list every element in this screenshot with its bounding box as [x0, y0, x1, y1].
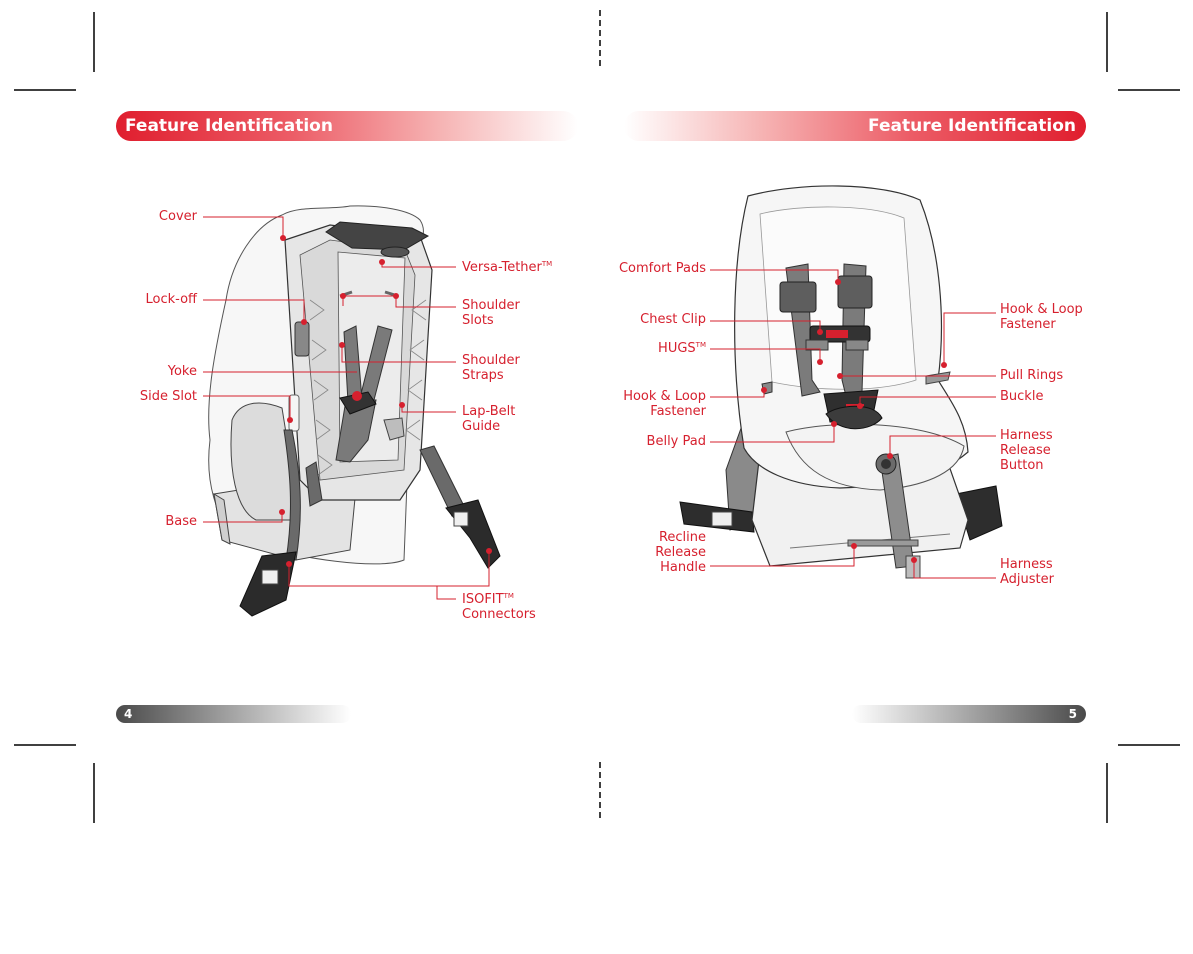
label-recline-release-handle: Recline Release Handle: [655, 530, 706, 575]
label-line: Connectors: [462, 607, 536, 622]
label-line: Fastener: [650, 404, 706, 419]
label-line: Button: [1000, 458, 1044, 473]
label-cover: Cover: [158, 209, 197, 224]
label-shoulder-slots: Shoulder Slots: [462, 298, 520, 328]
page-title-left: Feature Identification: [116, 111, 578, 141]
label-hugs-text: HUGS: [658, 341, 696, 356]
page-number-left: 4: [116, 705, 351, 723]
label-base: Base: [165, 514, 197, 529]
label-side-slot: Side Slot: [139, 389, 197, 404]
label-hugs: HUGSTM: [658, 341, 706, 356]
trademark-mark: TM: [541, 260, 553, 268]
label-line: Handle: [660, 560, 706, 575]
label-line: Release: [1000, 443, 1051, 458]
label-yoke: Yoke: [167, 364, 197, 379]
label-line: Harness: [1000, 428, 1053, 443]
label-line: Shoulder: [462, 353, 520, 368]
label-line: Harness: [1000, 557, 1053, 572]
label-chest-clip: Chest Clip: [640, 312, 706, 327]
label-buckle: Buckle: [1000, 389, 1044, 404]
label-line: Slots: [462, 313, 494, 328]
label-pull-rings: Pull Rings: [1000, 368, 1064, 383]
label-line: ISOFITTM: [462, 592, 536, 607]
label-hook-loop-right: Hook & Loop Fastener: [1000, 302, 1083, 332]
label-line: Adjuster: [1000, 572, 1054, 587]
page-title-right: Feature Identification: [624, 111, 1086, 141]
label-harness-release-button: Harness Release Button: [1000, 428, 1053, 473]
label-shoulder-straps: Shoulder Straps: [462, 353, 520, 383]
label-versa-tether-text: Versa-Tether: [462, 260, 542, 275]
label-line: Hook & Loop: [1000, 302, 1083, 317]
label-line: Hook & Loop: [623, 389, 706, 404]
trademark-mark: TM: [503, 592, 514, 600]
page-number-right: 5: [852, 705, 1086, 723]
trademark-mark: TM: [695, 341, 706, 349]
label-line: Straps: [462, 368, 504, 383]
label-lock-off: Lock-off: [145, 292, 198, 307]
label-line: Lap-Belt: [462, 404, 516, 419]
label-line: Recline: [658, 530, 706, 545]
label-line: Shoulder: [462, 298, 520, 313]
label-isofit-connectors: ISOFITTM Connectors: [462, 592, 536, 622]
label-line: Guide: [462, 419, 501, 434]
label-line: Fastener: [1000, 317, 1056, 332]
label-comfort-pads: Comfort Pads: [618, 261, 706, 276]
label-lap-belt-guide: Lap-Belt Guide: [462, 404, 515, 434]
label-versa-tether: Versa-TetherTM: [462, 260, 552, 275]
label-harness-adjuster: Harness Adjuster: [1000, 557, 1054, 587]
label-isofit-text: ISOFIT: [462, 592, 504, 607]
label-belly-pad: Belly Pad: [646, 434, 706, 449]
label-hook-loop-left: Hook & Loop Fastener: [623, 389, 706, 419]
label-line: Release: [655, 545, 706, 560]
